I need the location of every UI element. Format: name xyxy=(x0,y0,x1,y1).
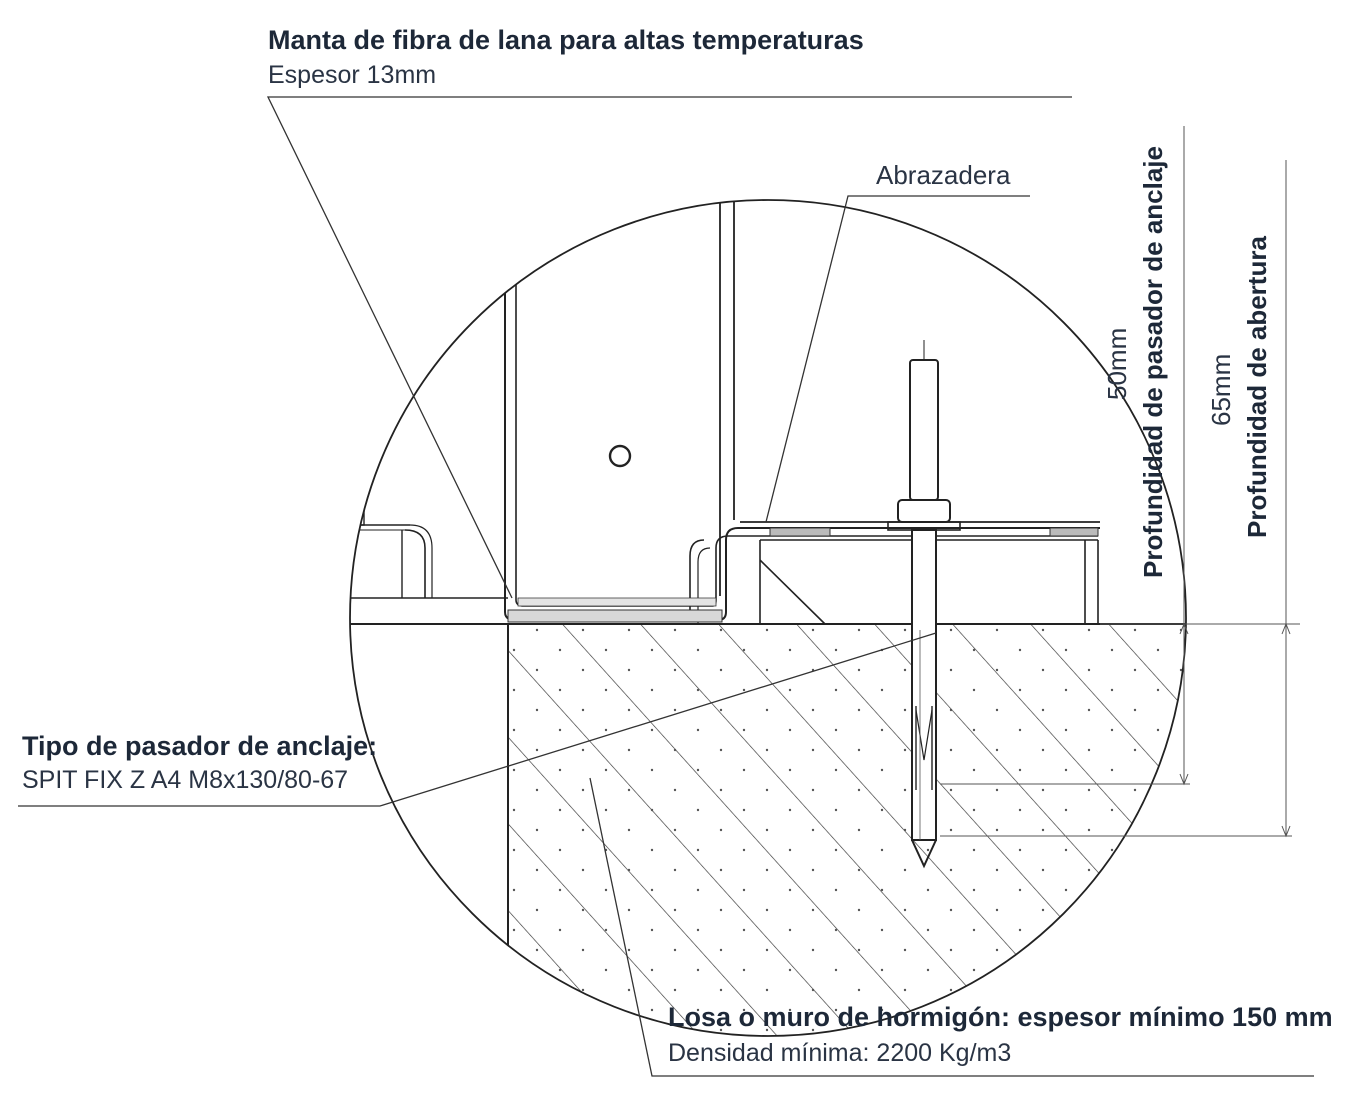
anchor-bolt xyxy=(887,340,961,869)
anchor-depth-label: Profundidad de pasador de anclaje xyxy=(1138,146,1168,578)
metal-profile xyxy=(504,200,1100,624)
slab-title: Losa o muro de hormigón: espesor mínimo … xyxy=(668,1002,1333,1032)
opening-depth-value: 65mm xyxy=(1206,354,1236,426)
dimension-lines xyxy=(940,126,1300,838)
leader-anchor-type xyxy=(18,632,937,807)
anchor-type-title: Tipo de pasador de anclaje: xyxy=(22,731,377,761)
leader-slab xyxy=(589,777,1314,1077)
opening-depth-label: Profundidad de abertura xyxy=(1242,236,1272,538)
leader-clamp xyxy=(765,195,1030,523)
concrete-slab xyxy=(350,623,1186,1036)
anchor-depth-value: 50mm xyxy=(1102,328,1132,400)
clamp-label: Abrazadera xyxy=(876,160,1011,190)
anchor-type-subtitle: SPIT FIX Z A4 M8x130/80-67 xyxy=(22,766,348,794)
detail-circle xyxy=(349,199,1187,1037)
wool-blanket xyxy=(507,597,723,623)
left-base-plate xyxy=(350,450,508,599)
slab-subtitle: Densidad mínima: 2200 Kg/m3 xyxy=(668,1039,1011,1067)
blanket-subtitle: Espesor 13mm xyxy=(268,61,436,89)
profile-hole xyxy=(608,444,632,468)
leader-blanket xyxy=(266,96,1072,599)
blanket-title: Manta de fibra de lana para altas temper… xyxy=(268,25,864,55)
leader-lines xyxy=(18,96,1314,1077)
